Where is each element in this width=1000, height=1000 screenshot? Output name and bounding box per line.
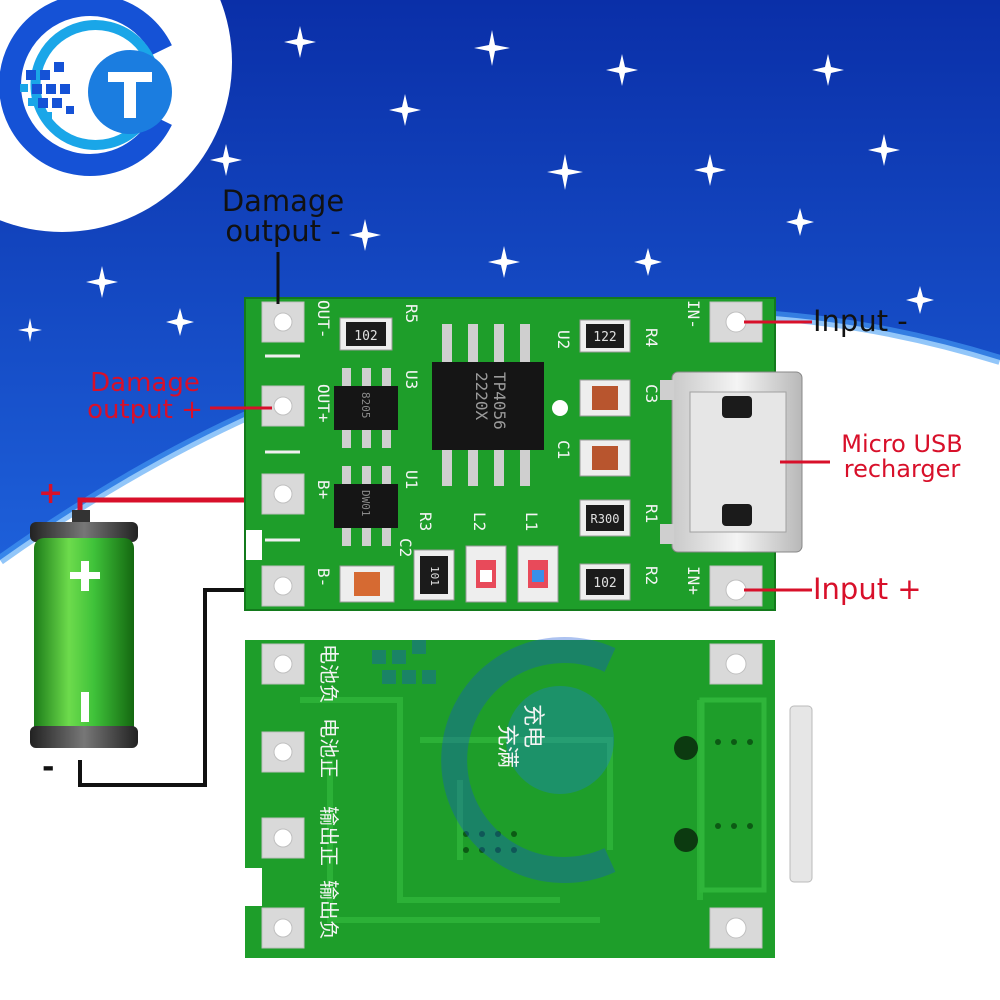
label-battery-negative: -	[42, 750, 55, 785]
silk-in-neg: IN-	[684, 300, 703, 329]
silk-output-negative-cn: 输出负	[317, 880, 341, 940]
silk-battery-positive-cn: 电池正	[317, 718, 341, 778]
silk-out-neg: OUT-	[314, 300, 333, 339]
watermark-logo	[372, 637, 616, 883]
silk-c1: C1	[554, 440, 573, 459]
pcb-back	[245, 640, 813, 958]
wire-battery-negative	[78, 588, 270, 787]
resistor-r1-code: R300	[591, 512, 620, 526]
label-damage-output-negative: Damage output -	[221, 184, 345, 249]
silk-in-pos: IN+	[684, 566, 703, 595]
resistor-r3-code: 101	[428, 566, 441, 586]
chip-u3-label: 8205	[359, 392, 372, 419]
chip-8205	[334, 368, 398, 448]
silk-l1: L1	[522, 512, 541, 531]
resistor-r5-code: 102	[354, 329, 377, 344]
silk-u2: U2	[554, 330, 573, 349]
silk-r2: R2	[642, 566, 661, 585]
chip-u2-code: 2220X	[472, 372, 491, 421]
silk-b-neg: B-	[314, 568, 333, 587]
chip-tp4056	[432, 324, 544, 486]
label-damage-output-positive: Damage output +	[87, 368, 203, 426]
silk-r1: R1	[642, 504, 661, 523]
silk-c2: C2	[396, 538, 415, 557]
pads-left	[261, 301, 305, 607]
silk-battery-negative-cn: 电池负	[317, 644, 341, 704]
silk-r5: R5	[402, 304, 421, 323]
silk-u3: U3	[402, 370, 421, 389]
silk-charging-cn: 充电	[520, 704, 545, 748]
label-battery-positive: +	[38, 476, 64, 511]
silk-output-positive-cn: 输出正	[317, 806, 341, 866]
brand-logo	[0, 0, 232, 232]
silk-b-pos: B+	[314, 480, 333, 499]
pcb-front	[244, 297, 803, 611]
label-input-negative: Input -	[813, 304, 908, 338]
silk-r4: R4	[642, 328, 661, 347]
micro-usb-port	[660, 371, 803, 553]
label-micro-usb-recharger: Micro USB recharger	[841, 430, 963, 484]
silk-r3: R3	[416, 512, 435, 531]
resistor-r2-code: 102	[593, 576, 616, 591]
battery-cell	[30, 510, 138, 748]
sparkle-stars	[18, 26, 934, 342]
silk-l2: L2	[470, 512, 489, 531]
callout-lines	[210, 252, 830, 592]
resistor-r4-code: 122	[593, 330, 616, 345]
label-input-positive: Input +	[813, 572, 922, 606]
silk-full-cn: 充满	[494, 724, 519, 768]
chip-dw01	[334, 466, 398, 546]
silk-u1: U1	[402, 470, 421, 489]
chip-u2-label: TP4056	[490, 372, 509, 430]
silk-out-pos: OUT+	[314, 384, 333, 423]
chip-u1-label: DW01	[359, 490, 372, 517]
silk-c3: C3	[642, 384, 661, 403]
pcb-back-silkscreen: 电池负 电池正 输出正 输出负 充电 充满	[317, 644, 545, 940]
pcb-front-silkscreen: OUT- OUT+ B+ B- IN- IN+ R5 U2 R4 U3 C3 C…	[314, 300, 703, 595]
